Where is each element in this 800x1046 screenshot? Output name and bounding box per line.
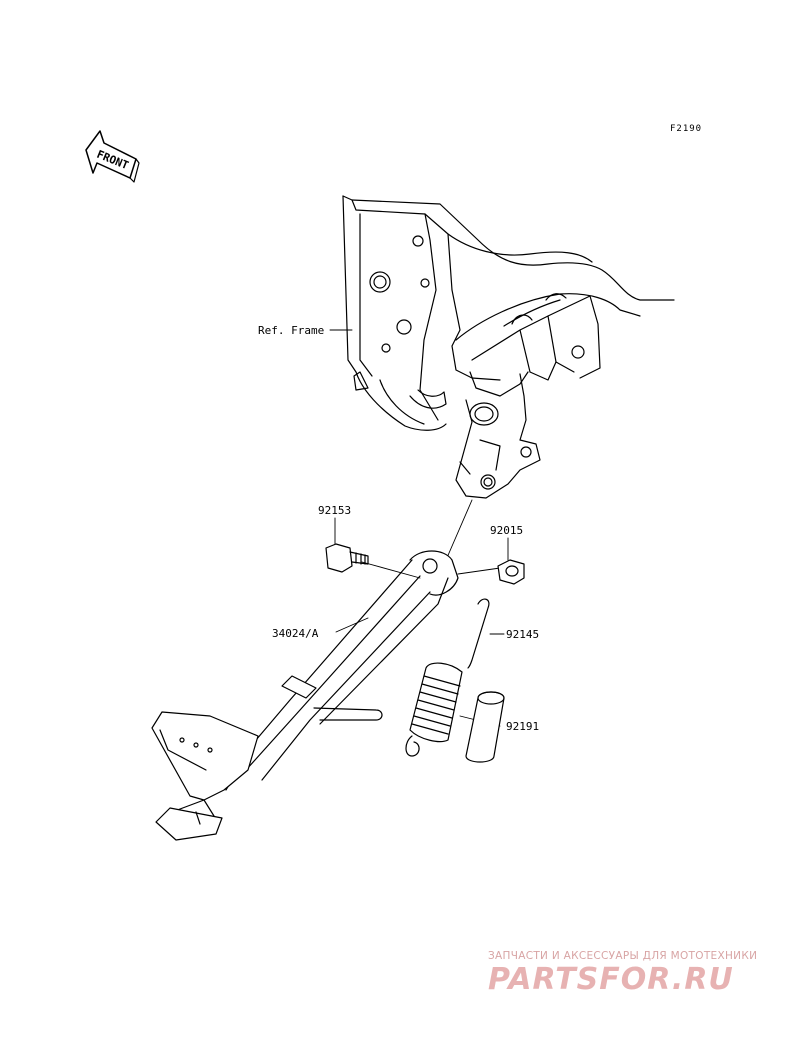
spring-92145 (405, 598, 490, 757)
frame-outline (342, 195, 675, 499)
side-stand-part-number: 34024/A (272, 627, 319, 640)
bolt-92153 (325, 543, 369, 573)
spring-part-number: 92145 (506, 628, 539, 641)
sleeve-part-number: 92191 (506, 720, 539, 733)
watermark-logo: PARTSFOR.RU (488, 962, 734, 997)
side-stand-34024A (151, 550, 459, 841)
ref-frame-label: Ref. Frame (258, 324, 324, 337)
figure-code: F2190 (670, 124, 703, 134)
bolt-part-number: 92153 (318, 504, 351, 517)
callout-leaders (329, 329, 509, 727)
nut-part-number: 92015 (490, 524, 523, 537)
front-direction-arrow-icon: FRONT (85, 130, 140, 183)
watermark-tagline: ЗАПЧАСТИ И АКСЕССУАРЫ ДЛЯ МОТОТЕХНИКИ (488, 950, 758, 962)
callout-labels: Ref. Frame 92153 92015 34024/A 92145 921… (258, 324, 539, 733)
sleeve-92191 (465, 691, 505, 763)
nut-92015 (497, 559, 525, 585)
